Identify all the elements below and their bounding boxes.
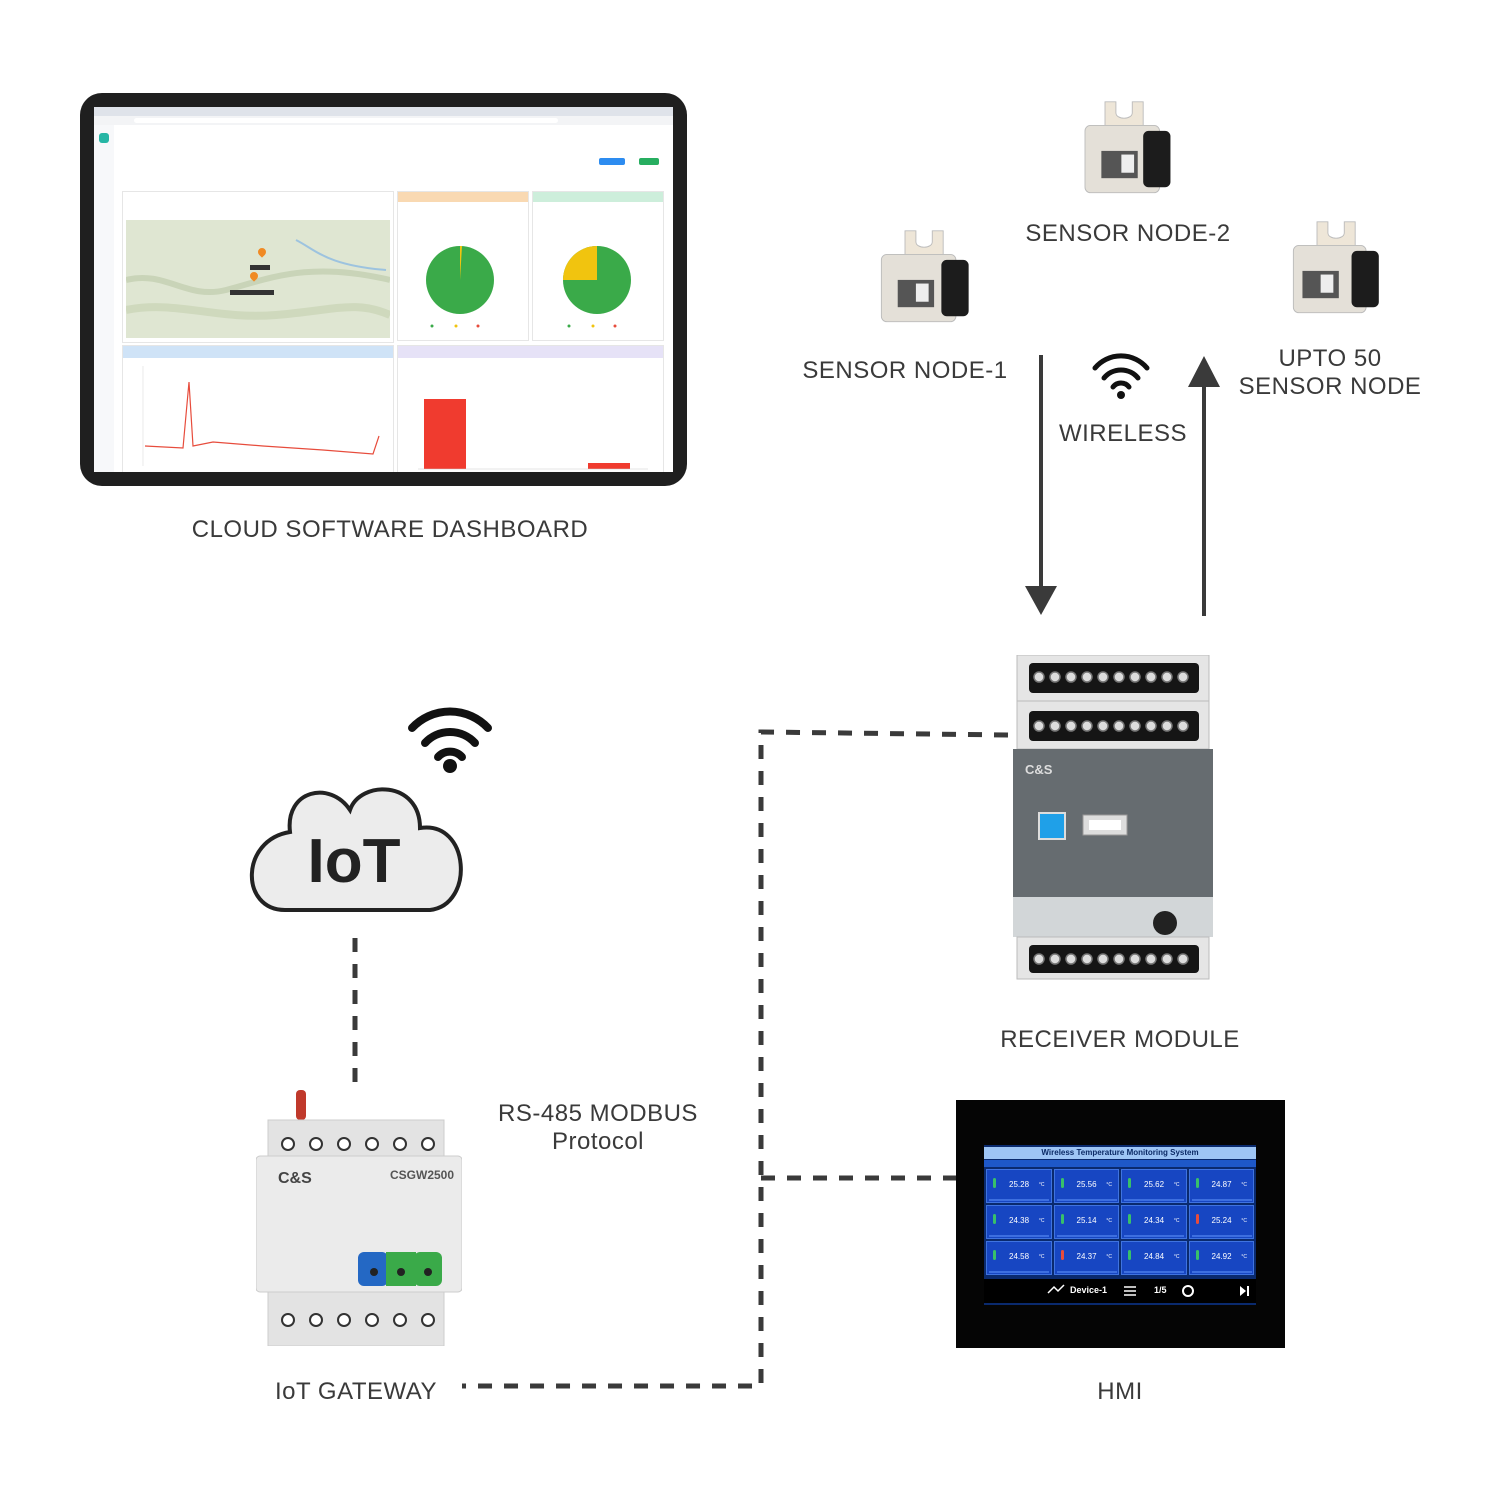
hmi-title: Wireless Temperature Monitoring System xyxy=(984,1147,1256,1159)
hmi-sensor-cell: 25.28°C xyxy=(986,1169,1052,1203)
hmi-sensor-cell: 24.34°C xyxy=(1121,1205,1187,1239)
hmi-sensor-cell: 25.14°C xyxy=(1053,1205,1119,1239)
receiver-brand-logo: C&S xyxy=(1025,762,1053,777)
wireless-label: WIRELESS xyxy=(1058,420,1188,447)
gateway-model-text: CSGW2500 xyxy=(390,1168,455,1182)
map-view xyxy=(126,220,390,338)
sensor-node-1-device xyxy=(880,230,969,323)
rs485-label-line1: RS-485 MODBUS xyxy=(498,1100,698,1127)
hmi-sensor-cell: 25.24°C xyxy=(1188,1205,1254,1239)
temperature-alerts-line-panel xyxy=(122,345,394,472)
map-pin-tag xyxy=(230,290,274,295)
dashboard-add-button xyxy=(639,158,659,165)
browser-address-bar xyxy=(94,116,673,125)
dashboard-action-button xyxy=(599,158,625,165)
panel-header xyxy=(123,346,393,358)
iot-gateway-device xyxy=(256,1090,462,1346)
sensor-node-2-device xyxy=(1084,101,1171,194)
temperature-alerts-bar-panel xyxy=(397,345,664,472)
receiver-module-device xyxy=(1013,655,1213,980)
rs485-label-line2: Protocol xyxy=(551,1128,645,1155)
panel-header xyxy=(533,192,663,202)
hmi-sensor-cell: 24.92°C xyxy=(1188,1241,1254,1275)
iot-cloud-label: IoT xyxy=(307,827,401,896)
temperature-alert-pie xyxy=(426,245,494,328)
hmi-label: HMI xyxy=(1097,1378,1143,1405)
map-pin-tag xyxy=(250,265,270,270)
url-field xyxy=(134,118,558,123)
temperature-alerts-line xyxy=(142,366,380,466)
hmi-page-indicator: 1/5 xyxy=(1154,1285,1167,1295)
hmi-sensor-cell: 24.38°C xyxy=(986,1205,1052,1239)
hmi-screen: Wireless Temperature Monitoring System 2… xyxy=(984,1145,1256,1305)
temperature-alert-panel xyxy=(397,191,529,341)
arrow-up-icon xyxy=(1188,356,1220,616)
sensor-node-2-label: SENSOR NODE-2 xyxy=(1025,220,1231,247)
gateway-brand-logo: C&S xyxy=(278,1170,312,1187)
hmi-sensor-cell: 24.87°C xyxy=(1188,1169,1254,1203)
iot-gateway-label: IoT GATEWAY xyxy=(275,1378,437,1405)
hmi-device: Wireless Temperature Monitoring System 2… xyxy=(956,1100,1285,1348)
tablet-dashboard xyxy=(80,93,687,486)
hmi-bottom-bar: Device-1 1/5 xyxy=(984,1279,1256,1303)
cloud-icon xyxy=(249,787,463,912)
browser-tab-bar xyxy=(94,107,673,116)
panel-header xyxy=(398,346,663,358)
cloud-dashboard-label: CLOUD SOFTWARE DASHBOARD xyxy=(191,516,589,543)
hmi-sensor-cell: 25.62°C xyxy=(1121,1169,1187,1203)
dashed-link-receiver xyxy=(462,729,1009,1389)
dashboard-screen xyxy=(94,107,673,472)
hmi-sensor-cell: 24.84°C xyxy=(1121,1241,1187,1275)
sensor-node-50-device xyxy=(1292,221,1379,314)
sensor-node-1-label: SENSOR NODE-1 xyxy=(802,357,1008,384)
upto-50-label-line1: UPTO 50 xyxy=(1278,345,1382,372)
hmi-sensor-grid: 25.28°C 25.56°C 25.62°C 24.87°C 24.38°C … xyxy=(986,1169,1254,1275)
signal-strength-panel xyxy=(532,191,664,341)
map-panel xyxy=(122,191,394,343)
panel-header xyxy=(398,192,528,202)
hmi-subheader xyxy=(984,1160,1256,1167)
app-logo xyxy=(99,133,109,143)
hmi-sensor-cell: 24.37°C xyxy=(1053,1241,1119,1275)
signal-strength-pie xyxy=(563,246,631,328)
receiver-module-label: RECEIVER MODULE xyxy=(1000,1026,1240,1053)
hmi-sensor-cell: 25.56°C xyxy=(1053,1169,1119,1203)
wifi-icon xyxy=(1092,353,1150,399)
dashboard-sidebar xyxy=(94,125,114,472)
arrow-down-icon xyxy=(1025,355,1057,615)
hmi-sensor-cell: 24.58°C xyxy=(986,1241,1052,1275)
temperature-alerts-bar xyxy=(418,399,648,470)
hmi-device-label[interactable]: Device-1 xyxy=(1070,1285,1108,1295)
wifi-icon xyxy=(408,707,492,773)
upto-50-label-line2: SENSOR NODE xyxy=(1238,373,1422,400)
